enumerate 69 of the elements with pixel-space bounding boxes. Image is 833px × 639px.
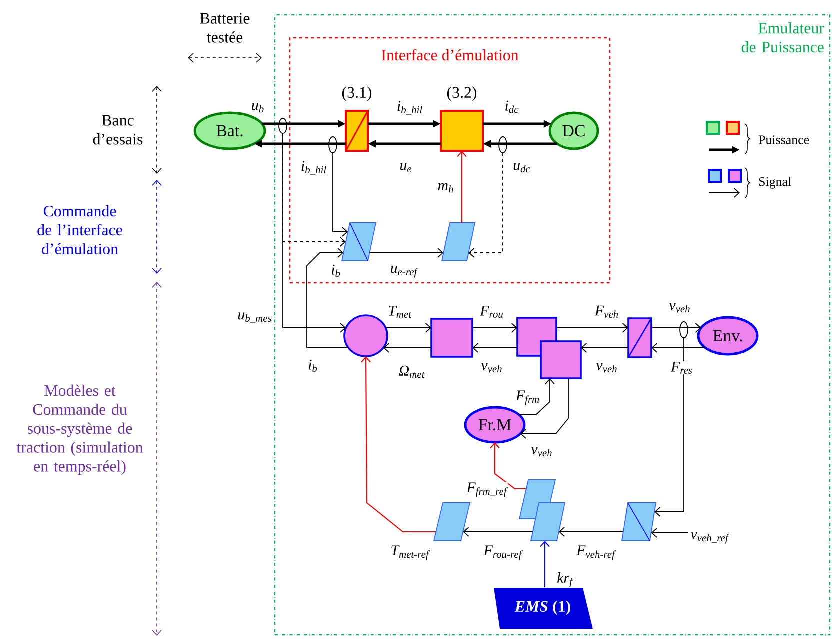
edge-label: T$_{met-ref}$ [392, 546, 430, 560]
edge-label: F$_{frm}$ [516, 390, 540, 406]
block-number: (3.2) [447, 86, 477, 102]
strategy-block: EMS (1) [494, 588, 593, 629]
square-block [430, 318, 474, 358]
region-title: Interface d’émulation [382, 49, 519, 61]
edge-label: v$_{veh}$ [596, 363, 617, 373]
arrow [651, 528, 688, 538]
sensor-symbol [680, 322, 688, 338]
legend-label: Signal [759, 177, 792, 189]
arrow [385, 323, 432, 333]
edge-label: u$_{b}$ [252, 103, 264, 113]
edge-label: u$_{e}$ [400, 163, 412, 173]
arrow [472, 343, 518, 353]
arrow [472, 323, 518, 333]
arrow [369, 248, 444, 258]
sensor-symbol [498, 136, 508, 154]
edge-label: i$_{b_hil}$ [302, 161, 326, 175]
edge-label: F$_{veh-ref}$ [576, 546, 616, 560]
edge-label: F$_{rou-ref}$ [484, 546, 523, 560]
arrow [361, 356, 436, 533]
signal-label: i$_{b}$ [308, 360, 318, 372]
arrow [518, 378, 555, 416]
arrow [651, 323, 702, 333]
edge-label: u$_{dc}$ [514, 163, 530, 173]
sensor-symbol [278, 118, 288, 134]
square-block [628, 318, 652, 358]
square-block [540, 340, 582, 380]
arrow [332, 152, 348, 237]
arrow [282, 133, 346, 333]
arrow [652, 343, 706, 353]
arrow [654, 338, 684, 517]
edge-label: F$_{veh}$ [594, 306, 618, 318]
edge-label: kr$_{f}$ [558, 572, 574, 588]
arrow [306, 248, 350, 348]
arrow [383, 343, 432, 353]
edge-label: i$_{dc}$ [506, 100, 519, 114]
section-label: Banc d’essais [93, 115, 143, 145]
edge-label: T$_{met}$ [389, 306, 412, 318]
edge-label: i$_{b_hil}$ [398, 101, 422, 115]
edge-label: u$_{e-ref}$ [391, 266, 418, 278]
section-label: Modèles et Commande du sous-système de traction (simulation en temps-réel) [16, 384, 144, 476]
edge-label: Ω$_{met}$ [399, 366, 425, 378]
arrow [556, 323, 628, 333]
edge-label: v$_{veh}$ [481, 363, 502, 373]
arrow [520, 378, 570, 439]
arrow [540, 541, 550, 588]
arrow [581, 343, 629, 353]
edge-label: v$_{veh}$ [669, 303, 690, 313]
edge-label: m$_{h}$ [438, 183, 454, 193]
edge-label: i$_{b}$ [332, 264, 340, 278]
block-number: (3.1) [342, 86, 372, 102]
edge-label: u$_{b_mes}$ [238, 312, 272, 324]
arrow [457, 151, 467, 223]
edge-label: F$_{res}$ [670, 362, 692, 374]
circle-block [344, 314, 388, 358]
region-title: Emulateur de Puissance [742, 22, 824, 53]
edge-label: F$_{frm_ref}$ [466, 482, 508, 498]
edge-label: F$_{rou}$ [480, 306, 503, 318]
arrow [490, 442, 526, 490]
edge-label: v$_{veh_ref}$ [690, 532, 730, 544]
sensor-symbol [328, 136, 338, 154]
section-label: Commande de l’interface d’émulation [38, 205, 122, 255]
arrow [558, 527, 624, 537]
edge-label: v$_{veh}$ [531, 447, 552, 457]
arrow [463, 527, 534, 537]
legend-label: Puissance [758, 136, 810, 144]
section-label: Batterie testée [200, 13, 250, 43]
arrow [468, 152, 504, 258]
